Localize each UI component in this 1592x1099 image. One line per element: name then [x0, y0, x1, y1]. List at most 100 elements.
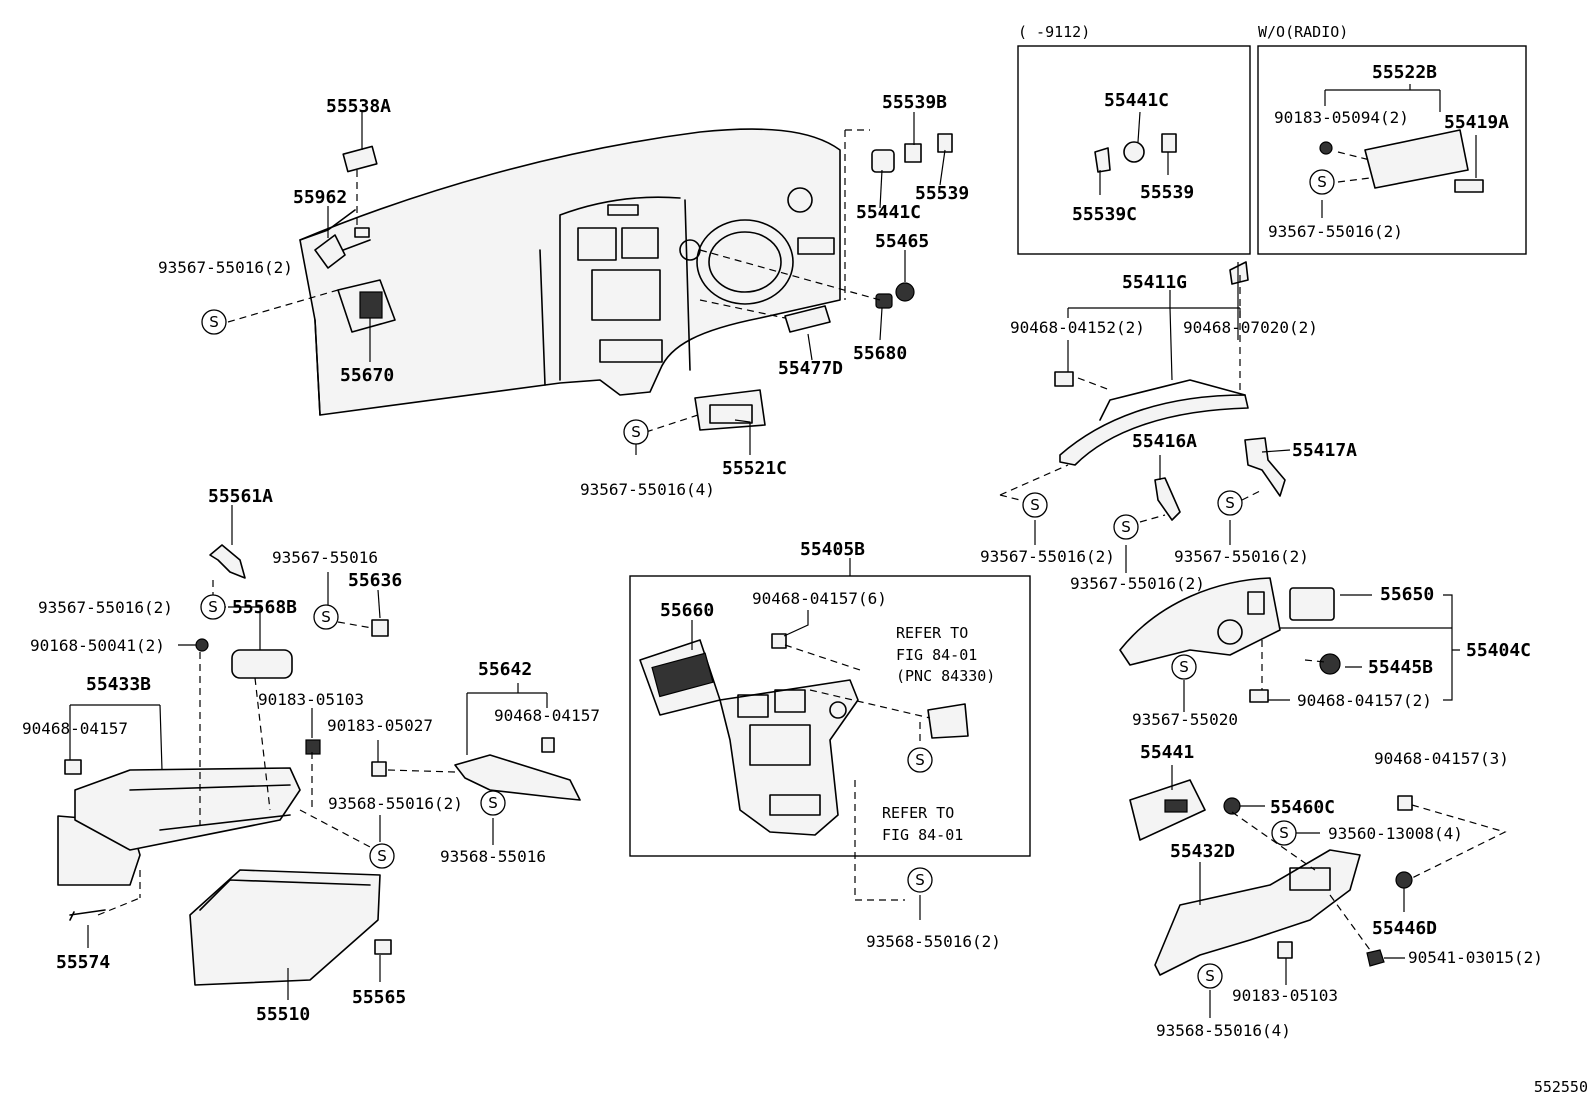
part-label: 55433B: [86, 674, 151, 695]
screw-symbol-14: S: [480, 790, 506, 816]
part-label: 55568B: [232, 597, 297, 618]
screw-symbol-13: S: [313, 604, 339, 630]
part-label: 55460C: [1270, 797, 1335, 818]
svg-text:S: S: [1179, 658, 1189, 676]
svg-text:S: S: [1205, 967, 1215, 985]
part-label: 55432D: [1170, 841, 1235, 862]
part-label: 55574: [56, 952, 110, 973]
inset-right-caption: W/O(RADIO): [1258, 23, 1348, 41]
part-label: 90468-04157(6): [752, 589, 887, 608]
part-label: 55670: [340, 365, 394, 386]
part-label: 90468-04157: [22, 719, 128, 738]
inset-right-parts: [1319, 129, 1484, 193]
part-label: 55650: [1380, 584, 1434, 605]
svg-text:S: S: [915, 871, 925, 889]
part-label: 55561A: [208, 486, 273, 507]
svg-text:S: S: [208, 598, 218, 616]
part-label: 93568-55016: [440, 847, 546, 866]
part-label: 55441C: [1104, 90, 1169, 111]
part-label: 55419A: [1444, 112, 1509, 133]
screw-symbol-1: S: [201, 309, 227, 335]
screw-symbol-4: S: [1022, 492, 1048, 518]
part-label: 55477D: [778, 358, 843, 379]
part-label: 93567-55016(2): [1268, 222, 1403, 241]
screw-symbol-5: S: [1113, 514, 1139, 540]
part-shapes-center: [639, 633, 969, 836]
inset-left-caption: ( -9112): [1018, 23, 1090, 41]
part-label: 90468-04152(2): [1010, 318, 1145, 337]
part-label: 93568-55016(2): [866, 932, 1001, 951]
dashed-lines: [97, 129, 1507, 951]
figure-code: 552550: [1534, 1078, 1588, 1096]
part-label: 55411G: [1122, 272, 1187, 293]
screw-symbol-3: S: [1309, 169, 1335, 195]
part-label: 55441C: [856, 202, 921, 223]
svg-text:S: S: [631, 423, 641, 441]
svg-text:S: S: [321, 608, 331, 626]
part-label: 93567-55016: [272, 548, 378, 567]
part-label: 90541-03015(2): [1408, 948, 1543, 967]
part-label: 55417A: [1292, 440, 1357, 461]
screw-symbol-7: S: [1171, 654, 1197, 680]
part-label: 90468-04157: [494, 706, 600, 725]
part-label: 55441: [1140, 742, 1194, 763]
part-label: 55446D: [1372, 918, 1437, 939]
part-label: 55636: [348, 570, 402, 591]
part-shapes-right: [1054, 261, 1413, 976]
part-label: 55416A: [1132, 431, 1197, 452]
center-box-frame: [629, 575, 1031, 857]
svg-text:S: S: [1030, 496, 1040, 514]
screw-symbol-6: S: [1217, 490, 1243, 516]
part-label: 55538A: [326, 96, 391, 117]
part-label: 55445B: [1368, 657, 1433, 678]
svg-text:S: S: [488, 794, 498, 812]
inset-frame-right: [1257, 45, 1527, 255]
svg-text:S: S: [377, 847, 387, 865]
part-label: 55539C: [1072, 204, 1137, 225]
part-label: 90468-04157(3): [1374, 749, 1509, 768]
part-label: 55522B: [1372, 62, 1437, 83]
part-label: 90183-05103: [1232, 986, 1338, 1005]
part-label: 55404C: [1466, 640, 1531, 661]
refer-to-2: REFER TO: [882, 804, 954, 822]
part-label: 55405B: [800, 539, 865, 560]
inset-left-parts: [1094, 133, 1177, 173]
part-label: 90183-05027: [327, 716, 433, 735]
part-label: 55642: [478, 659, 532, 680]
part-label: 55539: [915, 183, 969, 204]
part-label: 90183-05094(2): [1274, 108, 1409, 127]
screw-symbol-2: S: [623, 419, 649, 445]
part-label: 90468-07020(2): [1183, 318, 1318, 337]
screw-symbol-8: S: [1271, 820, 1297, 846]
part-label: 93567-55016(2): [1174, 547, 1309, 566]
part-label: 55660: [660, 600, 714, 621]
part-label: 90468-04157(2): [1297, 691, 1432, 710]
part-shapes-top: [314, 133, 953, 431]
refer-to-1-fig: FIG 84-01: [896, 646, 977, 664]
part-label: 93560-13008(4): [1328, 824, 1463, 843]
part-label: 55521C: [722, 458, 787, 479]
part-label: 55465: [875, 231, 929, 252]
part-label: 55962: [293, 187, 347, 208]
svg-text:S: S: [1279, 824, 1289, 842]
part-label: 93567-55016(2): [980, 547, 1115, 566]
refer-to-1: REFER TO: [896, 624, 968, 642]
part-label: 93567-55016(2): [1070, 574, 1205, 593]
part-label: 93567-55016(4): [580, 480, 715, 499]
screw-symbol-10: S: [907, 747, 933, 773]
part-label: 55680: [853, 343, 907, 364]
screw-symbol-9: S: [1197, 963, 1223, 989]
screw-symbol-12: S: [200, 594, 226, 620]
part-label: 93567-55016(2): [158, 258, 293, 277]
refer-to-2-fig: FIG 84-01: [882, 826, 963, 844]
part-label: 93567-55016(2): [38, 598, 173, 617]
dashboard-panel: [299, 128, 841, 416]
part-label: 90168-50041(2): [30, 636, 165, 655]
part-label: 93567-55020: [1132, 710, 1238, 729]
part-label: 55539B: [882, 92, 947, 113]
screw-symbol-11: S: [907, 867, 933, 893]
part-shapes-left: [57, 544, 581, 986]
part-label: 90183-05103: [258, 690, 364, 709]
svg-text:S: S: [1225, 494, 1235, 512]
